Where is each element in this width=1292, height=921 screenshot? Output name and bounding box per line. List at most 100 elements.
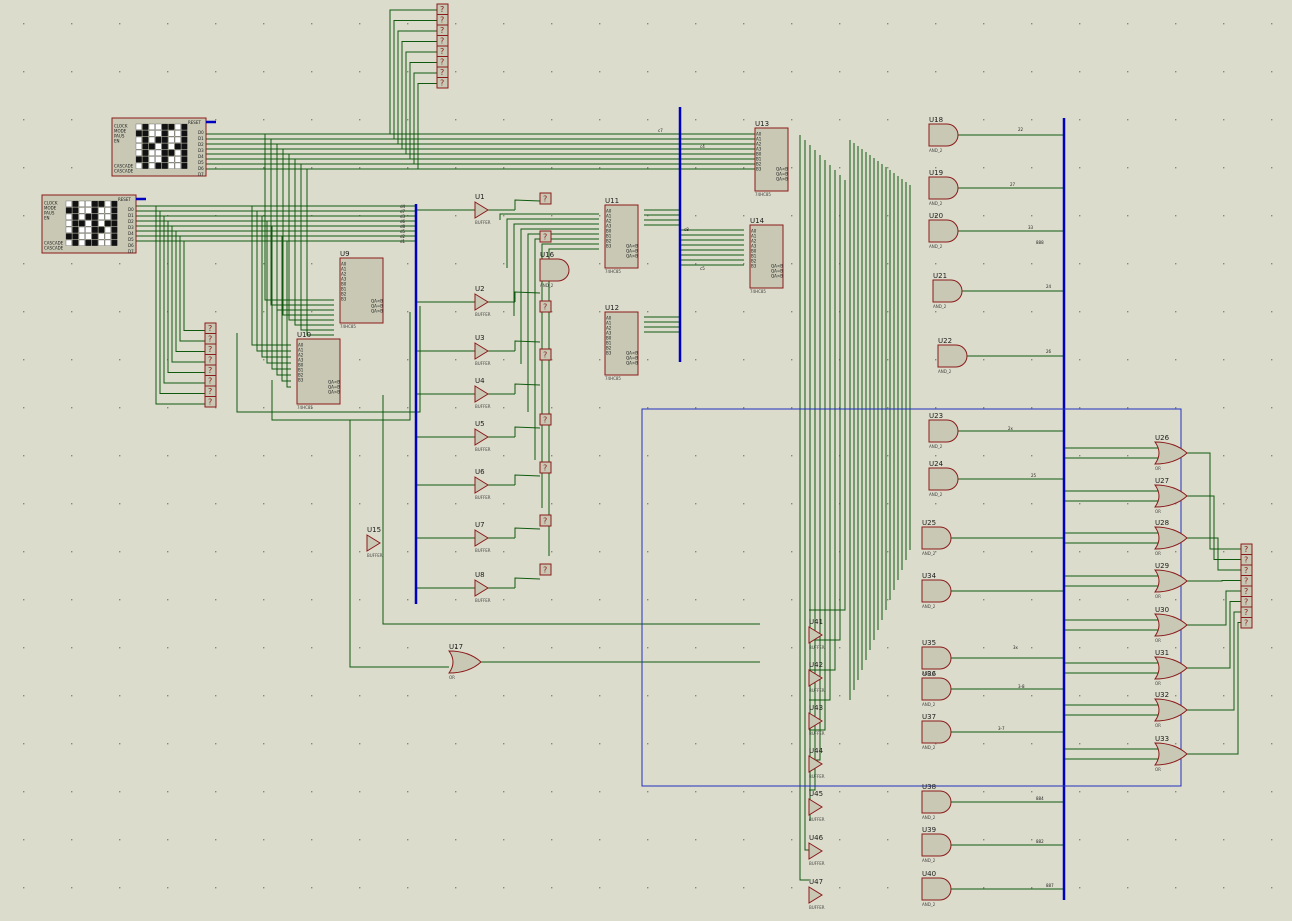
matrix-cell (111, 220, 118, 227)
probe-single[interactable]: ? (539, 413, 552, 426)
component-ref: U18 (929, 116, 943, 124)
gate-body (928, 419, 959, 443)
matrix-cell (65, 239, 72, 246)
probe-single[interactable]: ? (539, 300, 552, 313)
probes-left[interactable]: ???????? (204, 322, 217, 408)
keypad-top[interactable]: CLOCKMODEPAUSENCASCADECASCADED0D1D2D3D4D… (104, 117, 216, 177)
selection-box[interactable] (641, 408, 1182, 787)
matrix-cell (135, 136, 142, 143)
logic-probe[interactable] (539, 563, 552, 576)
component-ref: U12 (605, 304, 619, 312)
pin-label: EN (114, 139, 120, 144)
probe-single[interactable]: ? (539, 563, 552, 576)
matrix-cell (91, 233, 98, 240)
probe-value: ? (1244, 608, 1248, 617)
matrix-cell (65, 220, 72, 227)
matrix-cell (78, 239, 85, 246)
gate-body (937, 344, 968, 368)
pin-label: A0 (756, 132, 762, 137)
pin-label: A2 (606, 326, 612, 331)
probe-single[interactable]: ? (539, 348, 552, 361)
net-label-n_3x: 3x (1013, 645, 1019, 650)
probes-right[interactable]: ???????? (1240, 543, 1253, 629)
gate-body (1154, 656, 1188, 680)
component-type: OR (449, 675, 455, 680)
logic-probe[interactable] (204, 396, 217, 408)
logic-probe[interactable] (539, 300, 552, 313)
logic-probe[interactable] (539, 230, 552, 243)
component-type: 74HC85 (340, 324, 356, 329)
matrix-cell (85, 213, 92, 220)
component-type: 74HC85 (755, 192, 771, 197)
logic-probe[interactable] (539, 514, 552, 527)
matrix-cell (161, 162, 168, 169)
comparator-body (604, 311, 639, 376)
logic-probe[interactable] (539, 461, 552, 474)
probe-single[interactable]: ? (539, 230, 552, 243)
pin-label: D6 (198, 166, 204, 171)
probe-single[interactable]: ? (539, 514, 552, 527)
probes-top[interactable]: ???????? (436, 3, 449, 89)
matrix-cell (148, 162, 155, 169)
matrix-cell (174, 136, 181, 143)
logic-probe[interactable] (539, 413, 552, 426)
matrix-cell (181, 143, 188, 150)
probe-single[interactable]: ? (539, 461, 552, 474)
logic-probe[interactable] (539, 192, 552, 205)
logic-probe[interactable] (539, 348, 552, 361)
keypad-bottom[interactable]: CLOCKMODEPAUSENCASCADECASCADED0D1D2D3D4D… (34, 194, 146, 254)
matrix-cell (181, 149, 188, 156)
probe-single[interactable]: ? (539, 192, 552, 205)
logic-probe[interactable] (436, 77, 449, 89)
logic-probe[interactable] (1240, 617, 1253, 629)
